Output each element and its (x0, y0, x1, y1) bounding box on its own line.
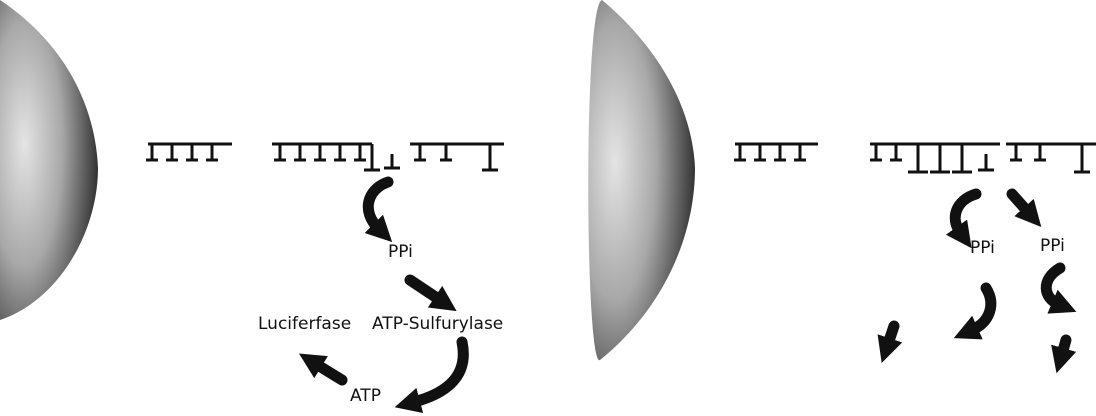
dna-fragment-2 (272, 144, 380, 170)
arrow-ppi-2-further-down (1062, 340, 1066, 354)
dna-strand-left (146, 144, 504, 170)
dna-fragment-r3 (1006, 144, 1096, 172)
arrow-ppi-to-atp-sulfurylase (410, 280, 440, 300)
label-ppi-right-1: PPi (970, 240, 995, 257)
curved-arrow-to-ppi (368, 182, 388, 228)
dna-incoming-nucleotide-right (978, 154, 994, 170)
dna-fragment-1 (146, 144, 232, 160)
dna-strand-right (734, 144, 1096, 172)
label-luciferase: Luciferfase (258, 316, 351, 333)
dna-incoming-nucleotide (384, 154, 400, 168)
arrow-atp-to-luciferase (316, 364, 342, 380)
label-atp-sulfurylase: ATP-Sulfurylase (372, 316, 503, 333)
arrows-left (316, 182, 463, 402)
arrow-left-bottom (888, 326, 894, 344)
label-atp: ATP (350, 388, 381, 405)
curved-arrow-ppi-2-down (1046, 268, 1060, 304)
dna-fragment-r2 (870, 144, 1000, 172)
label-ppi-right-2: PPi (1040, 238, 1065, 255)
arrow-to-ppi-2 (1012, 194, 1028, 212)
bead-left (0, 0, 98, 320)
curved-arrow-to-ppi-1 (955, 194, 976, 232)
arrows-right (888, 194, 1066, 354)
dna-fragment-r1 (734, 144, 818, 160)
label-ppi-left: PPi (388, 244, 413, 261)
curved-arrow-ppi-1-down (972, 288, 991, 330)
dna-fragment-3 (410, 144, 504, 170)
curved-arrow-sulfurylase-to-atp (414, 342, 463, 402)
bead-right (588, 0, 695, 360)
